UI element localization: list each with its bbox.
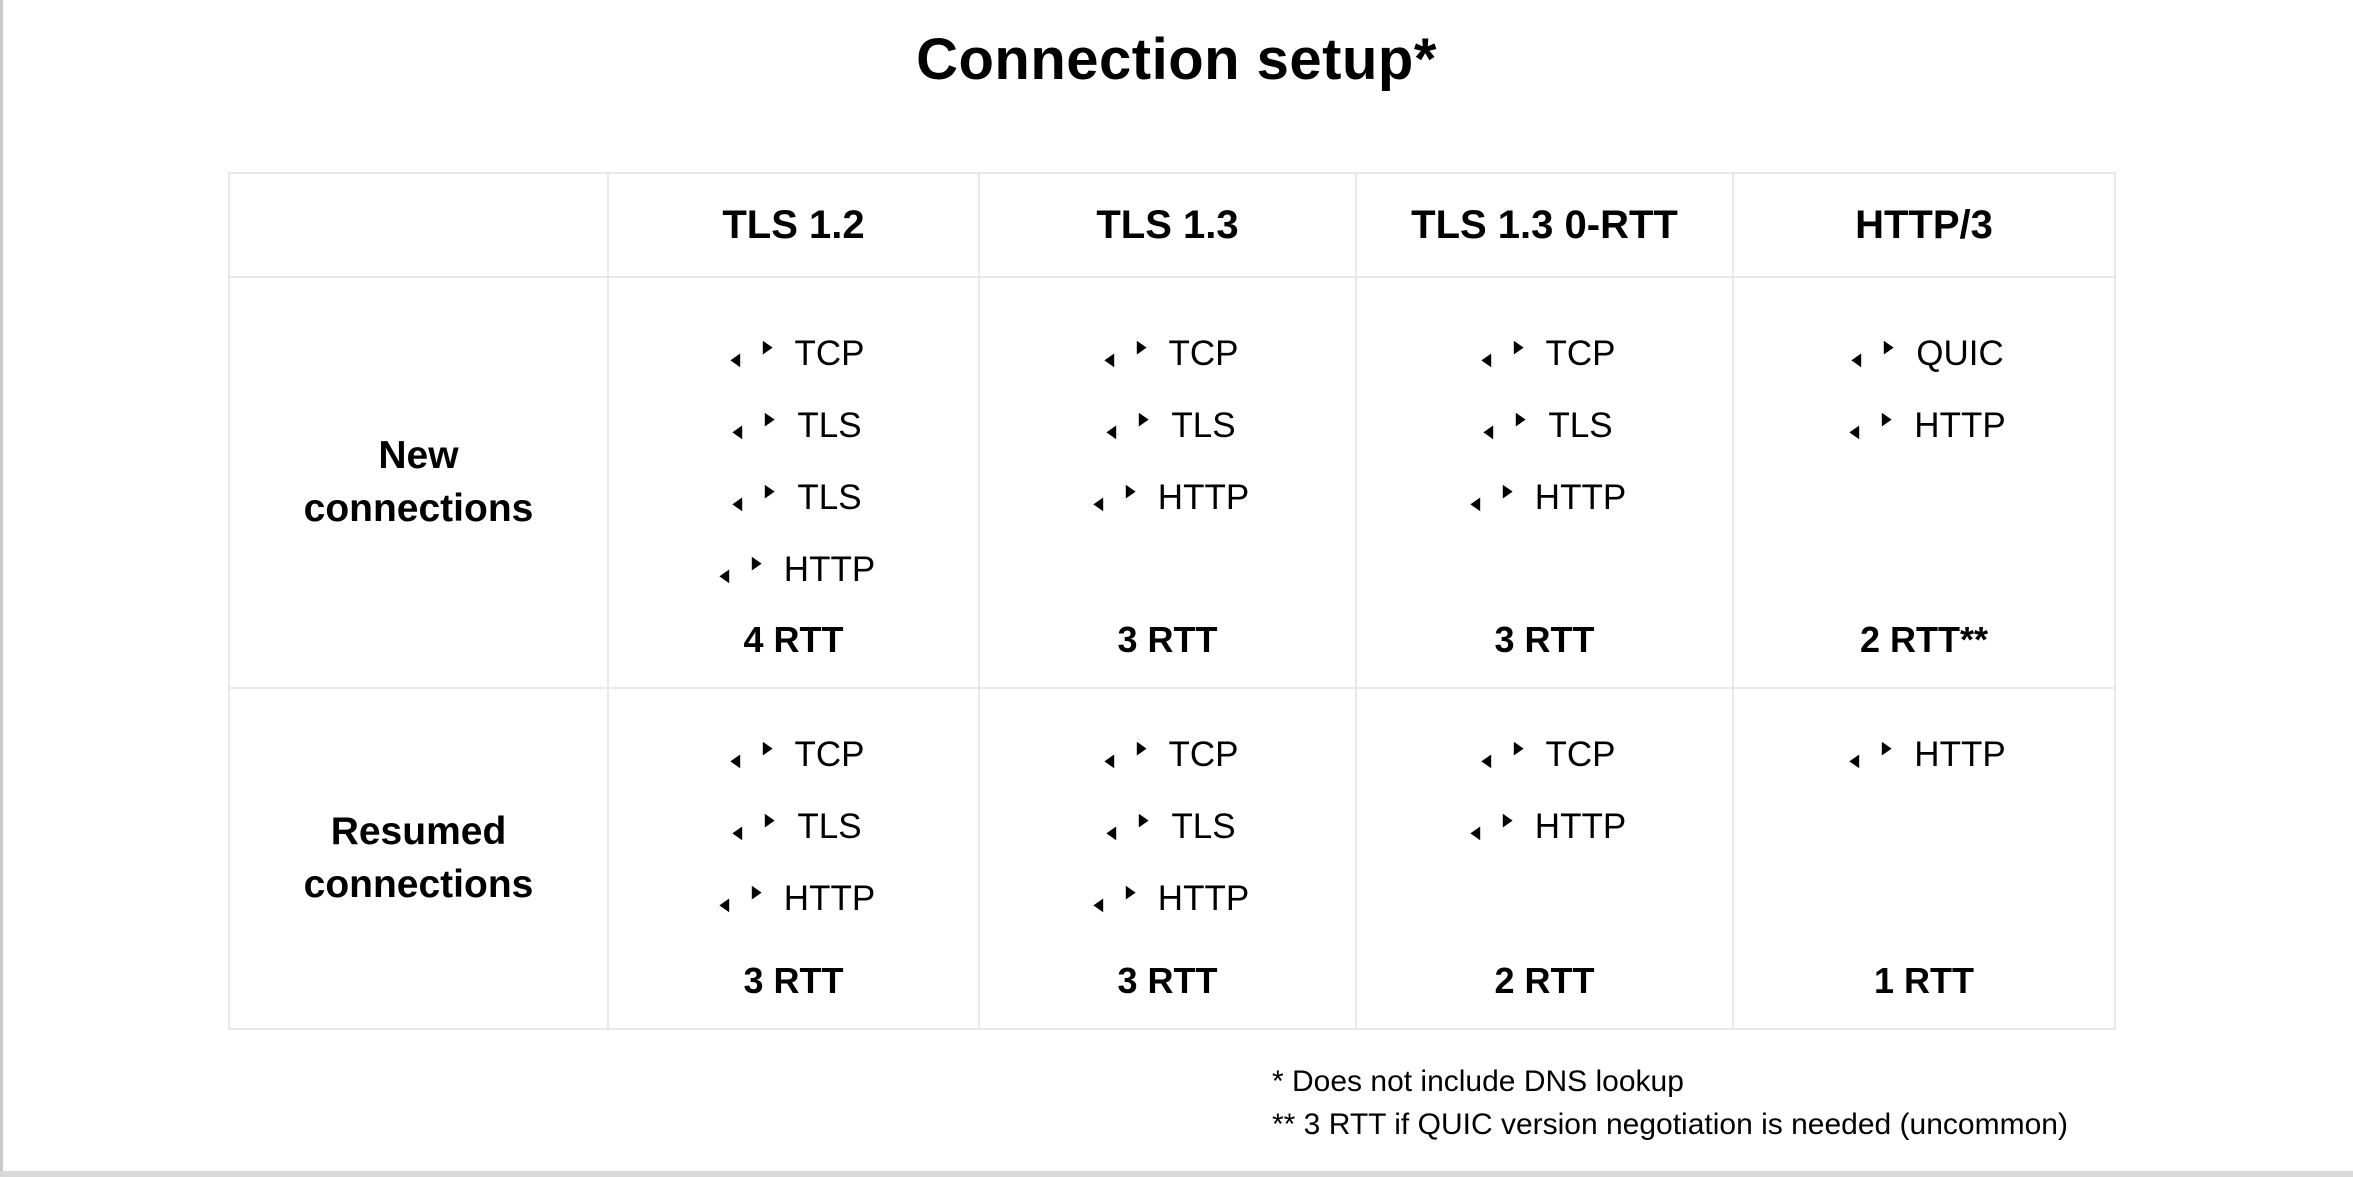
slide-bottom-edge [0,1171,2353,1177]
row-label-resumed-connections: Resumed connections [230,689,609,1030]
handshake-step: HTTP [609,534,978,606]
protocol-label: TCP [1545,334,1616,373]
cell-resumed-tls13-0rtt: TCP HTTP 2 RTT [1357,689,1734,1030]
handshake-step: HTTP [980,462,1355,534]
protocol-label: HTTP [1534,807,1627,846]
slide-left-edge [0,0,3,1177]
exchange-arrows-icon [1103,340,1147,368]
column-header-empty [230,174,609,278]
protocol-label: HTTP [1157,879,1250,918]
protocol-label: TCP [794,334,865,373]
column-header-tls13-0rtt: TLS 1.3 0-RTT [1357,174,1734,278]
rtt-total: 3 RTT [743,960,844,1001]
protocol-label: HTTP [783,550,876,589]
protocol-label: QUIC [1916,334,2004,373]
handshake-step: HTTP [1734,719,2114,791]
exchange-arrows-icon [1470,484,1513,512]
handshake-step: TCP [980,719,1355,791]
footnote: * Does not include DNS lookup [1272,1065,1684,1098]
handshake-step: HTTP [1357,791,1732,863]
exchange-arrows-icon [1093,885,1136,913]
cell-new-http3: QUIC HTTP 2 RTT** [1734,278,2116,689]
exchange-arrows-icon [729,741,773,769]
rtt-total: 2 RTT** [1859,619,1989,660]
exchange-arrows-icon [1470,813,1513,841]
protocol-label: HTTP [1914,406,2006,445]
exchange-arrows-icon [732,484,776,512]
footnote: ** 3 RTT if QUIC version negotiation is … [1272,1108,2068,1141]
protocol-label: TLS [1171,807,1236,846]
exchange-arrows-icon [1093,484,1136,512]
exchange-arrows-icon [1103,741,1147,769]
row-label-new-connections: New connections [230,278,609,689]
cell-resumed-tls13: TCP TLS HTTP 3 RTT [980,689,1357,1030]
cell-new-tls13: TCP TLS HTTP 3 RTT [980,278,1357,689]
exchange-arrows-icon [1849,741,1892,769]
column-header-tls13: TLS 1.3 [980,174,1357,278]
exchange-arrows-icon [732,412,776,440]
protocol-label: HTTP [783,879,876,918]
protocol-label: TCP [794,735,865,774]
protocol-label: HTTP [1157,478,1250,517]
exchange-arrows-icon [719,885,762,913]
handshake-step: QUIC [1734,318,2114,390]
protocol-label: TCP [1545,735,1616,774]
exchange-arrows-icon [1106,813,1150,841]
protocol-label: TCP [1168,334,1239,373]
footnotes: * Does not include DNS lookup ** 3 RTT i… [1272,1060,2068,1146]
rtt-total: 1 RTT [1873,960,1974,1001]
handshake-step: TCP [1357,719,1732,791]
protocol-label: TLS [797,807,862,846]
rtt-total: 3 RTT [1117,960,1218,1001]
handshake-step: TLS [609,390,978,462]
handshake-step: TCP [609,719,978,791]
rtt-total: 4 RTT [743,619,844,660]
handshake-step: TLS [609,462,978,534]
protocol-label: TLS [797,478,862,517]
handshake-step: TLS [1357,390,1732,462]
connection-setup-table: TLS 1.2 TLS 1.3 TLS 1.3 0-RTT HTTP/3 New… [228,172,2116,1030]
column-header-http3: HTTP/3 [1734,174,2116,278]
handshake-step: HTTP [1734,390,2114,462]
exchange-arrows-icon [732,813,776,841]
handshake-step: HTTP [1357,462,1732,534]
protocol-label: TCP [1168,735,1239,774]
cell-resumed-tls12: TCP TLS HTTP 3 RTT [609,689,980,1030]
handshake-step: TCP [609,318,978,390]
handshake-step: TLS [609,791,978,863]
exchange-arrows-icon [1106,412,1150,440]
exchange-arrows-icon [1851,340,1894,368]
protocol-label: HTTP [1534,478,1627,517]
handshake-step: HTTP [980,863,1355,935]
exchange-arrows-icon [1480,741,1524,769]
rtt-total: 3 RTT [1117,619,1218,660]
protocol-label: TLS [1171,406,1236,445]
exchange-arrows-icon [729,340,773,368]
exchange-arrows-icon [1480,340,1524,368]
exchange-arrows-icon [1849,412,1892,440]
rtt-total: 2 RTT [1494,960,1595,1001]
handshake-step: TLS [980,791,1355,863]
protocol-label: TLS [797,406,862,445]
exchange-arrows-icon [719,556,762,584]
handshake-step: TCP [980,318,1355,390]
exchange-arrows-icon [1483,412,1527,440]
protocol-label: HTTP [1914,735,2006,774]
column-header-tls12: TLS 1.2 [609,174,980,278]
cell-resumed-http3: HTTP 1 RTT [1734,689,2116,1030]
rtt-total: 3 RTT [1494,619,1595,660]
page-title: Connection setup* [916,27,1437,92]
handshake-step: TLS [980,390,1355,462]
protocol-label: TLS [1548,406,1613,445]
handshake-step: TCP [1357,318,1732,390]
cell-new-tls13-0rtt: TCP TLS HTTP 3 RTT [1357,278,1734,689]
cell-new-tls12: TCP TLS TLS HTTP 4 RTT [609,278,980,689]
handshake-step: HTTP [609,863,978,935]
